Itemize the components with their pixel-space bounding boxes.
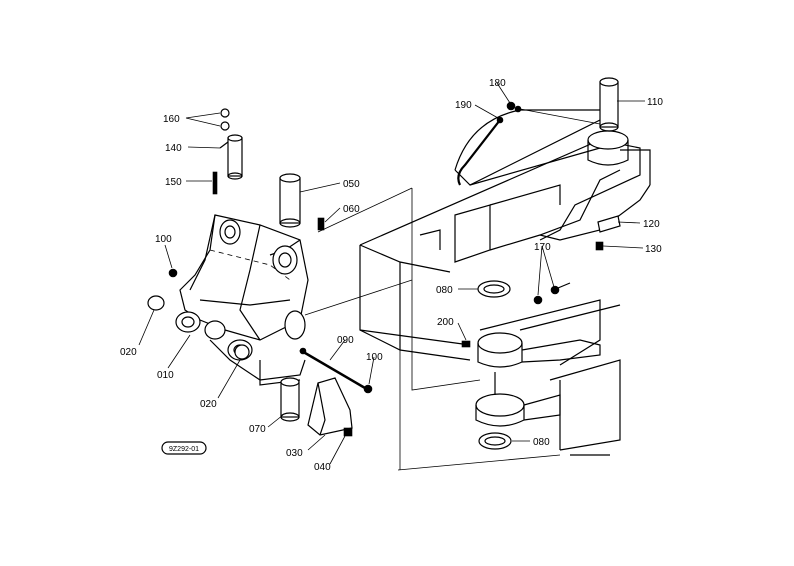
bolt-090 bbox=[299, 347, 366, 390]
plate-030 bbox=[307, 377, 353, 436]
plate-120 bbox=[597, 215, 621, 233]
callout-080-upper: 080 bbox=[436, 285, 453, 296]
pin-070 bbox=[280, 377, 300, 422]
nipples-170 bbox=[533, 282, 571, 305]
callout-130: 130 bbox=[645, 244, 662, 255]
callout-060: 060 bbox=[343, 204, 360, 215]
bushing-020-lower bbox=[234, 344, 250, 360]
callout-200: 200 bbox=[437, 317, 454, 328]
bolt-130 bbox=[595, 241, 604, 251]
callout-190: 190 bbox=[455, 100, 472, 111]
bushing-020-upper bbox=[147, 295, 165, 311]
callouts: 160 140 150 050 060 100 020 010 020 070 … bbox=[120, 78, 663, 473]
shim-080-upper bbox=[477, 280, 511, 298]
callout-010: 010 bbox=[157, 370, 174, 381]
callout-140: 140 bbox=[165, 143, 182, 154]
callout-100-right: 100 bbox=[366, 352, 383, 363]
axle-frame bbox=[359, 109, 651, 456]
shim-080-lower bbox=[478, 432, 512, 450]
callout-070: 070 bbox=[249, 424, 266, 435]
pin-110 bbox=[599, 77, 619, 132]
callout-180: 180 bbox=[489, 78, 506, 89]
callout-030: 030 bbox=[286, 448, 303, 459]
nut-100-left bbox=[168, 268, 178, 278]
callout-110: 110 bbox=[647, 97, 663, 108]
stud-150 bbox=[212, 171, 218, 195]
callout-050: 050 bbox=[343, 179, 360, 190]
pin-050 bbox=[279, 173, 301, 228]
assembly-lines bbox=[304, 107, 601, 471]
nuts-160 bbox=[220, 108, 230, 131]
callout-080-lower: 080 bbox=[533, 437, 550, 448]
leader-lines bbox=[138, 82, 645, 465]
bolt-040 bbox=[343, 427, 353, 437]
nut-100-right bbox=[363, 384, 373, 394]
nipple-200 bbox=[461, 340, 471, 348]
callout-160: 160 bbox=[163, 114, 180, 125]
callout-090: 090 bbox=[337, 335, 354, 346]
callout-150: 150 bbox=[165, 177, 182, 188]
callout-020-upper: 020 bbox=[120, 347, 137, 358]
reference-code: 9Z292-01 bbox=[169, 446, 199, 453]
reference-code-badge: 9Z292-01 bbox=[161, 441, 207, 455]
callout-120: 120 bbox=[643, 219, 660, 230]
callout-100-left: 100 bbox=[155, 234, 172, 245]
callout-020-lower: 020 bbox=[200, 399, 217, 410]
front-bracket bbox=[175, 214, 309, 386]
callout-040: 040 bbox=[314, 462, 331, 473]
pipe-190 bbox=[457, 116, 504, 186]
fitting-180 bbox=[506, 101, 522, 113]
pin-140 bbox=[219, 134, 243, 180]
bolt-060 bbox=[317, 217, 325, 231]
callout-170: 170 bbox=[534, 242, 551, 253]
